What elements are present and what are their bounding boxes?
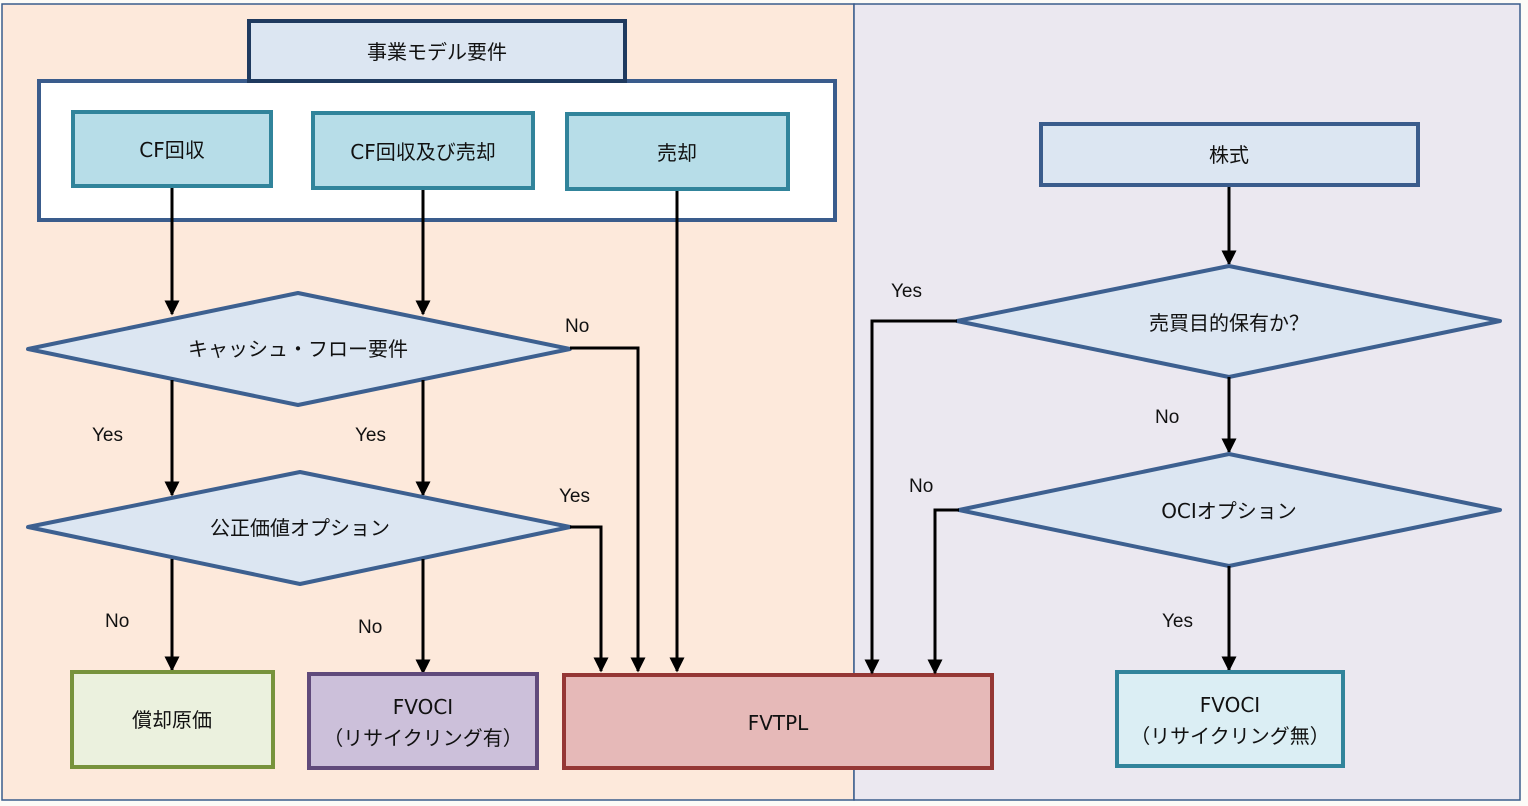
fvoci-recycling-label-1: FVOCI: [393, 695, 453, 719]
edge-trading-yes: Yes: [891, 281, 922, 302]
oci-option-label: OCIオプション: [1161, 499, 1297, 523]
model-cf-collect-and-sell-label: CF回収及び売却: [350, 140, 495, 164]
business-model-node[interactable]: 事業モデル要件: [247, 19, 627, 83]
amortized-cost-label: 償却原価: [132, 708, 212, 732]
fvoci-recycling-node[interactable]: FVOCI （リサイクリング有）: [307, 672, 539, 770]
edge-fv-option-no-1: No: [105, 611, 129, 632]
fvtpl-node[interactable]: FVTPL: [562, 673, 994, 770]
edge-fv-option-no-2: No: [358, 617, 382, 638]
oci-option-diamond[interactable]: OCIオプション: [957, 452, 1502, 568]
fvoci-no-recycling-label-2: （リサイクリング無）: [1130, 724, 1330, 748]
fvtpl-label: FVTPL: [748, 711, 809, 735]
model-cf-collect-and-sell-node[interactable]: CF回収及び売却: [311, 111, 535, 190]
business-model-label: 事業モデル要件: [367, 40, 507, 64]
edge-oci-no: No: [909, 476, 933, 497]
connector-oci-no-to-fvtpl: [927, 508, 959, 675]
edge-oci-yes: Yes: [1162, 611, 1193, 632]
edge-cf-test-yes-1: Yes: [92, 425, 123, 446]
connector-fv-option-yes-to-fvtpl: [570, 525, 609, 673]
connector-trading-yes-to-fvtpl: [864, 319, 957, 675]
cf-test-label: キャッシュ・フロー要件: [188, 337, 408, 361]
model-cf-collect-node[interactable]: CF回収: [71, 110, 273, 188]
model-sell-node[interactable]: 売却: [565, 112, 790, 191]
fvoci-no-recycling-label-1: FVOCI: [1200, 693, 1260, 717]
equity-node[interactable]: 株式: [1039, 122, 1420, 187]
edge-fv-option-yes: Yes: [559, 486, 590, 507]
equity-label: 株式: [1209, 143, 1249, 167]
edge-cf-test-no: No: [565, 316, 589, 337]
edge-cf-test-yes-2: Yes: [355, 425, 386, 446]
connector-cf-test-no-to-fvtpl: [570, 346, 646, 673]
model-cf-collect-label: CF回収: [139, 138, 204, 162]
trading-test-label: 売買目的保有か？: [1149, 311, 1309, 335]
model-sell-label: 売却: [657, 141, 697, 165]
edge-trading-no: No: [1155, 407, 1179, 428]
amortized-cost-node[interactable]: 償却原価: [70, 670, 275, 769]
fvoci-recycling-label-2: （リサイクリング有）: [323, 726, 523, 750]
fvoci-no-recycling-node[interactable]: FVOCI （リサイクリング無）: [1115, 670, 1345, 768]
trading-test-diamond[interactable]: 売買目的保有か？: [955, 264, 1502, 379]
fv-option-label: 公正価値オプション: [210, 516, 390, 540]
